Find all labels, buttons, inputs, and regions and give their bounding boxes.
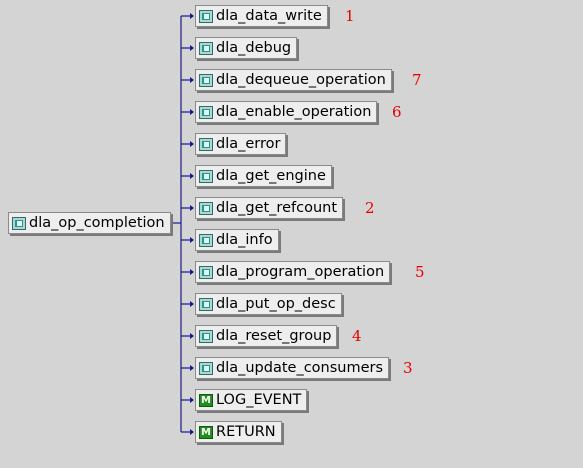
function-icon (12, 216, 26, 230)
arrowhead (190, 365, 194, 371)
child-label: dla_reset_group (216, 328, 332, 344)
order-number: 3 (403, 359, 413, 377)
order-number: 6 (392, 103, 402, 121)
child-label: dla_error (216, 136, 281, 152)
order-number: 5 (415, 263, 425, 281)
arrowhead (190, 45, 194, 51)
child-label: dla_update_consumers (216, 360, 384, 376)
child-node[interactable]: dla_dequeue_operation (195, 69, 392, 91)
order-number: 4 (352, 327, 362, 345)
arrowhead (190, 429, 194, 435)
child-label: dla_get_engine (216, 168, 326, 184)
order-number: 7 (412, 71, 422, 89)
macro-icon: M (199, 393, 213, 407)
arrowhead (190, 269, 194, 275)
child-label: dla_program_operation (216, 264, 385, 280)
function-icon (199, 201, 213, 215)
child-node[interactable]: dla_info (195, 229, 279, 251)
function-icon (199, 329, 213, 343)
child-label: dla_put_op_desc (216, 296, 336, 312)
child-node[interactable]: dla_reset_group (195, 325, 338, 347)
order-number: 2 (365, 199, 375, 217)
child-node[interactable]: dla_program_operation (195, 261, 391, 283)
child-node[interactable]: dla_error (195, 133, 287, 155)
child-label: LOG_EVENT (216, 392, 302, 408)
arrowhead (190, 333, 194, 339)
child-label: dla_enable_operation (216, 104, 372, 120)
arrowhead (190, 397, 194, 403)
child-label: dla_get_refcount (216, 200, 338, 216)
child-label: dla_debug (216, 40, 292, 56)
order-number: 1 (345, 7, 355, 25)
child-node[interactable]: dla_put_op_desc (195, 293, 342, 315)
function-icon (199, 233, 213, 247)
function-icon (199, 137, 213, 151)
arrowhead (190, 173, 194, 179)
function-icon (199, 265, 213, 279)
function-icon (199, 297, 213, 311)
function-icon (199, 169, 213, 183)
child-label: dla_info (216, 232, 273, 248)
child-label: dla_data_write (216, 8, 322, 24)
child-node[interactable]: dla_debug (195, 37, 298, 59)
child-node[interactable]: dla_get_engine (195, 165, 332, 187)
function-icon (199, 105, 213, 119)
child-label: RETURN (216, 424, 276, 440)
root-node[interactable]: dla_op_completion (8, 212, 171, 234)
arrowhead (190, 237, 194, 243)
function-icon (199, 73, 213, 87)
child-node[interactable]: dla_data_write (195, 5, 328, 27)
child-node[interactable]: dla_update_consumers (195, 357, 390, 379)
function-icon (199, 41, 213, 55)
arrowhead (190, 13, 194, 19)
arrowhead (190, 205, 194, 211)
child-node[interactable]: dla_get_refcount (195, 197, 344, 219)
root-label: dla_op_completion (29, 215, 165, 231)
function-icon (199, 361, 213, 375)
child-label: dla_dequeue_operation (216, 72, 386, 88)
function-icon (199, 9, 213, 23)
child-node[interactable]: dla_enable_operation (195, 101, 378, 123)
arrowhead (190, 301, 194, 307)
arrowhead (190, 109, 194, 115)
arrowhead (190, 77, 194, 83)
macro-icon: M (199, 425, 213, 439)
arrowhead (190, 141, 194, 147)
